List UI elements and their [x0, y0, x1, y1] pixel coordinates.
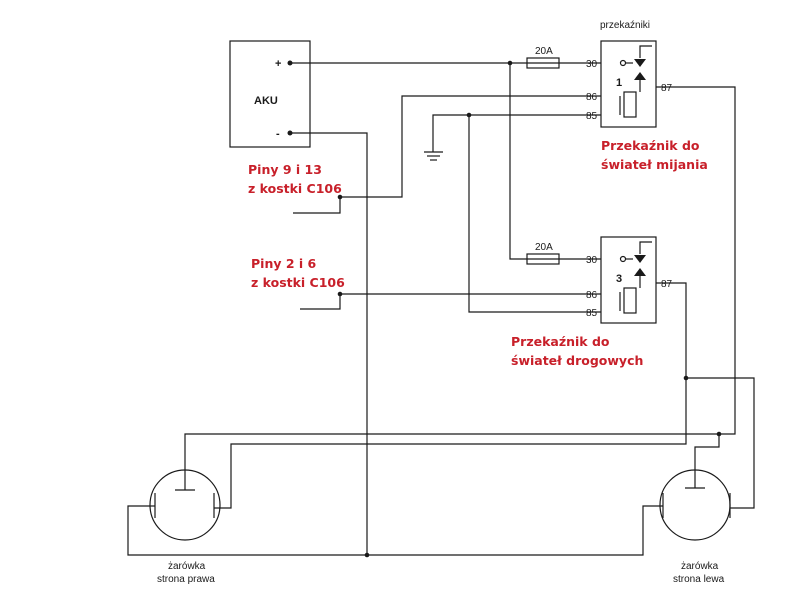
- wire-relay1-pin86: [340, 95, 601, 198]
- wire-highbeam-right: [214, 378, 687, 509]
- battery-plus-sign: +: [275, 58, 281, 70]
- relay-1-pin30: 30: [586, 59, 598, 70]
- relay-1-pin85: 85: [586, 111, 598, 122]
- relay-3-caption-line2: świateł drogowych: [511, 353, 643, 368]
- relay-1-pin86: 86: [586, 92, 598, 103]
- bulb-left-line2: strona lewa: [673, 574, 725, 585]
- wire-relay3-pin87: [656, 282, 687, 378]
- relays-title: przekaźniki: [600, 20, 650, 31]
- relay-1-pin87: 87: [661, 83, 673, 94]
- battery-box: [229, 40, 311, 148]
- relay-1: 1 30 86 85 87: [586, 40, 673, 128]
- wire-battery-minus: [290, 132, 368, 555]
- wiring: [127, 60, 755, 558]
- wire-relay1-pin85-ground: [432, 114, 601, 152]
- bulb-right-circle: [149, 469, 221, 541]
- relay-1-number: 1: [616, 77, 622, 89]
- wire-lowbeam-left: [694, 434, 720, 488]
- relay-3-caption-line1: Przekaźnik do: [511, 334, 610, 349]
- relay-3-pin87: 87: [661, 279, 673, 290]
- battery-minus-sign: -: [276, 128, 280, 140]
- pins-high-line1: Piny 2 i 6: [251, 256, 317, 271]
- fuse-2-label: 20A: [535, 242, 553, 253]
- bulb-right: [149, 469, 221, 541]
- junction-pins-high: [337, 291, 343, 297]
- fuse-1-label: 20A: [535, 46, 553, 57]
- pins-low-line1: Piny 9 i 13: [248, 162, 322, 177]
- relay-1-caption-line1: Przekaźnik do: [601, 138, 700, 153]
- wire-relay1-pin87: [656, 86, 736, 435]
- bulb-left: [659, 469, 731, 541]
- relay-1-box: [600, 40, 657, 128]
- battery-label: AKU: [254, 95, 278, 107]
- fuse-1: 20A: [526, 46, 560, 69]
- relay-3-number: 3: [616, 273, 622, 285]
- relay-3-pin86: 86: [586, 290, 598, 301]
- ground-symbol: [424, 151, 443, 161]
- relay-1-caption-line2: świateł mijania: [601, 157, 708, 172]
- junction-pins-low: [337, 194, 343, 200]
- wire-lowbeam-bus: [184, 433, 719, 490]
- wire-highbeam-left: [686, 377, 755, 509]
- bulb-left-line1: żarówka: [681, 561, 719, 572]
- pins-high-line2: z kostki C106: [251, 275, 345, 290]
- relay-3-box: [600, 236, 657, 324]
- wire-plus-to-fuse2: [509, 63, 527, 260]
- junction-ground-bottom: [364, 552, 370, 558]
- pins-low-line2: z kostki C106: [248, 181, 342, 196]
- bulb-right-line2: strona prawa: [157, 574, 215, 585]
- bulb-right-line1: żarówka: [168, 561, 206, 572]
- wire-ground-right-bulb: [127, 505, 367, 556]
- wire-pins-low: [293, 197, 341, 214]
- relay-3-pin30: 30: [586, 255, 598, 266]
- wire-ground-to-relay3-pin85: [468, 115, 601, 313]
- relay-3-pin85: 85: [586, 308, 598, 319]
- wire-ground-left-bulb: [367, 505, 663, 556]
- battery: AKU + -: [229, 40, 311, 148]
- relay-3: 3 30 86 85 87: [586, 236, 673, 324]
- fuse-2: 20A: [526, 242, 560, 265]
- wire-pins-high: [300, 294, 341, 310]
